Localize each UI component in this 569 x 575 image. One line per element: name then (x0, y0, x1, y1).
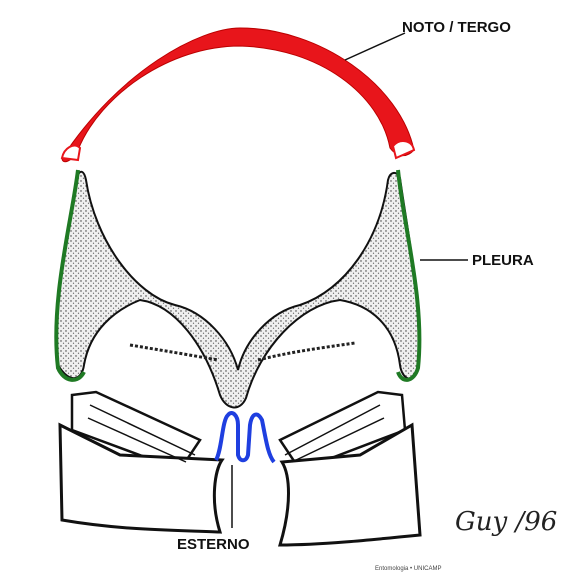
tergum-arch (62, 28, 414, 162)
label-sternum: ESTERNO (177, 536, 250, 553)
image-credit: Entomologia • UNICAMP (375, 566, 441, 572)
label-pleura: PLEURA (472, 252, 534, 269)
sternum (216, 413, 274, 462)
leader-tergum (345, 33, 405, 60)
author-signature: Guy /96 (455, 507, 557, 537)
tergum-tip-right (393, 141, 414, 158)
pleural-endoskeleton (56, 172, 419, 408)
label-tergum: NOTO / TERGO (402, 19, 511, 36)
tergum-tip-left (62, 146, 80, 160)
